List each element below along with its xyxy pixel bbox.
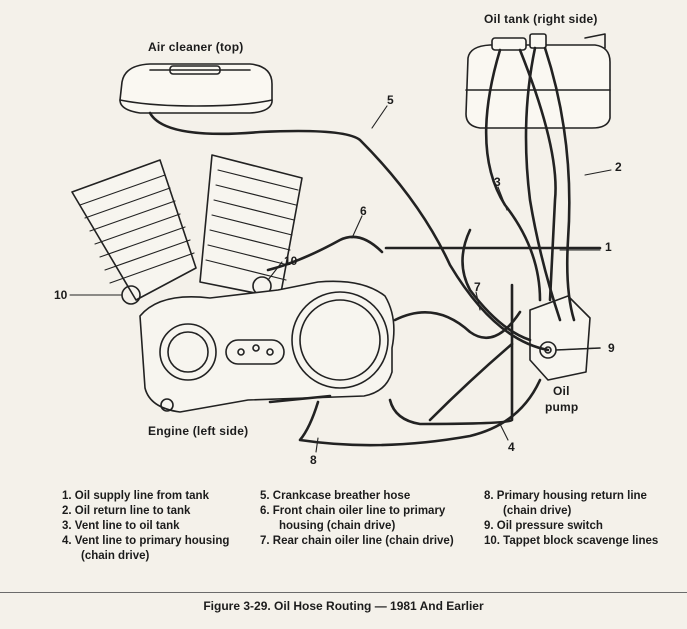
- callout-9: 9: [608, 341, 615, 355]
- callout-7: 7: [474, 280, 481, 294]
- legend-item-6: 6. Front chain oiler line to primary: [260, 505, 446, 517]
- callout-2: 2: [615, 160, 622, 174]
- legend-item-4: 4. Vent line to primary housing: [62, 535, 230, 547]
- hose-lines: [148, 46, 602, 447]
- legend-item-10: 10. Tappet block scavenge lines: [484, 535, 659, 547]
- engine-label: Engine (left side): [148, 424, 249, 438]
- legend-item-5: 5. Crankcase breather hose: [260, 490, 411, 502]
- legend-item-8-cont: (chain drive): [503, 505, 572, 517]
- oil-pump-label-line2: pump: [545, 400, 579, 414]
- legend-item-6-cont: housing (chain drive): [279, 520, 396, 532]
- legend-item-8: 8. Primary housing return line: [484, 490, 647, 502]
- callout-6: 6: [360, 204, 367, 218]
- figure-caption: Figure 3-29. Oil Hose Routing — 1981 And…: [203, 599, 484, 613]
- oil-pump-drawing: [529, 295, 601, 381]
- callout-leaders: [69, 105, 612, 453]
- legend-item-4-cont: (chain drive): [81, 550, 150, 562]
- callout-4: 4: [508, 440, 515, 454]
- legend-item-3: 3. Vent line to oil tank: [62, 520, 180, 532]
- legend-item-1: 1. Oil supply line from tank: [62, 490, 209, 502]
- oil-tank-label: Oil tank (right side): [484, 12, 598, 26]
- legend-column-2: 5. Crankcase breather hose 6. Front chai…: [260, 489, 454, 549]
- legend-item-9: 9. Oil pressure switch: [484, 520, 603, 532]
- callout-10-right: 10: [284, 254, 298, 268]
- legend-item-7: 7. Rear chain oiler line (chain drive): [260, 535, 454, 547]
- air-cleaner-label: Air cleaner (top): [148, 40, 244, 54]
- oil-tank-drawing: [465, 33, 611, 129]
- air-cleaner-drawing: [119, 63, 273, 114]
- callout-3: 3: [494, 175, 501, 189]
- callout-8: 8: [310, 453, 317, 467]
- callout-10-left: 10: [54, 288, 68, 302]
- legend-column-1: 1. Oil supply line from tank 2. Oil retu…: [62, 489, 229, 564]
- legend-item-2: 2. Oil return line to tank: [62, 505, 191, 517]
- caption-divider: [0, 592, 687, 593]
- legend-column-3: 8. Primary housing return line (chain dr…: [484, 489, 658, 549]
- callout-1: 1: [605, 240, 612, 254]
- primary-cover-drawing: [139, 280, 395, 413]
- engine-cylinders-drawing: [71, 154, 303, 305]
- oil-pump-label-line1: Oil: [553, 384, 570, 398]
- callout-5: 5: [387, 93, 394, 107]
